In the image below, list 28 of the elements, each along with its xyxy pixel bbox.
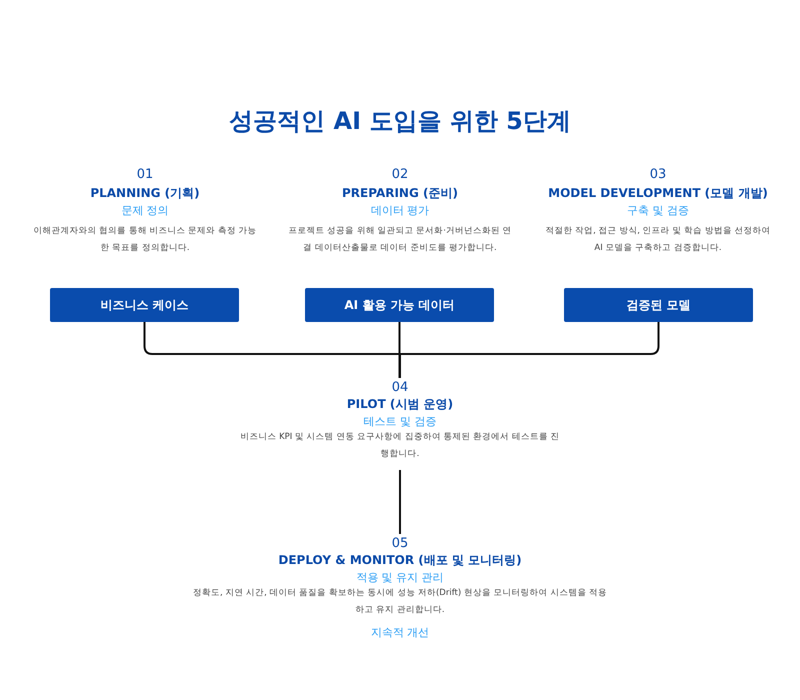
step-heading: MODEL DEVELOPMENT (모델 개발) (547, 185, 769, 201)
step-description: 프로젝트 성공을 위해 일관되고 문서화·거버넌스화된 연결 데이터산출물로 데이터 준비도를 평가합니다. (287, 225, 513, 255)
step-number: 03 (648, 167, 668, 183)
step-heading: PLANNING (기획) (89, 185, 201, 201)
step-subtitle: 적용 및 유지 관리 (356, 570, 444, 585)
step-description: 정확도, 지연 시간, 데이터 품질을 확보하는 동시에 성능 저하(Drift) 현상을 모니터링하여 시스템을 적용하고 유지 관리합니다. (192, 587, 608, 617)
step-heading: PILOT (시범 운영) (346, 396, 454, 412)
connector-line (399, 470, 401, 534)
process-box: 비즈니스 케이스 (50, 288, 239, 322)
step-subtitle: 테스트 및 검증 (364, 414, 436, 429)
step-heading: PREPARING (준비) (341, 185, 459, 201)
connector-line (399, 322, 660, 378)
process-box: AI 활용 가능 데이터 (305, 288, 494, 322)
step-number: 04 (392, 380, 408, 396)
step-subtitle: 문제 정의 (120, 203, 170, 218)
connector-line (398, 322, 400, 378)
step-number: 01 (136, 167, 154, 183)
step-heading: DEPLOY & MONITOR (배포 및 모니터링) (278, 552, 522, 568)
process-box: 검증된 모델 (564, 288, 753, 322)
step-subtitle: 구축 및 검증 (626, 203, 690, 218)
step-description: 적절한 작업, 접근 방식, 인프라 및 학습 방법을 선정하여 AI 모델을 구축하고 검증합니다. (544, 225, 772, 255)
step-subtitle: 데이터 평가 (370, 203, 430, 218)
step-number: 05 (392, 536, 408, 552)
step-description: 비즈니스 KPI 및 시스템 연동 요구사항에 집중하여 통제된 환경에서 테스트를 진행합니다. (240, 431, 560, 461)
step-description: 이해관계자와의 협의를 통해 비즈니스 문제와 측정 가능한 목표를 정의합니다. (32, 225, 258, 255)
title: 성공적인 AI 도입을 위한 5단계 (228, 106, 572, 137)
note: 지속적 개선 (370, 625, 430, 640)
step-number: 02 (390, 167, 410, 183)
